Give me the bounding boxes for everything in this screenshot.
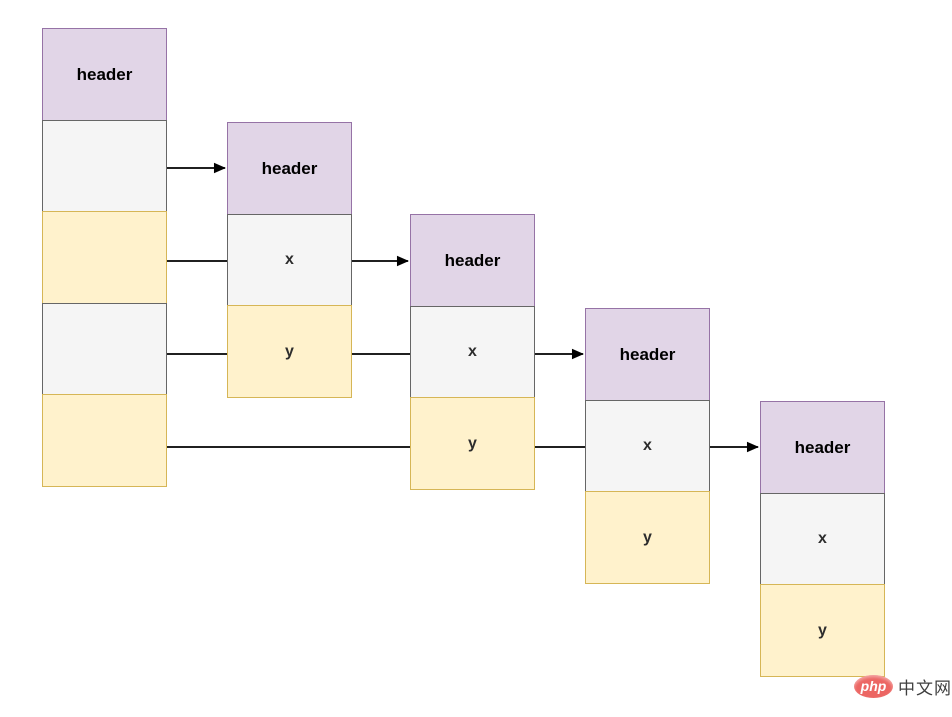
node-stack-4: header x y <box>760 401 885 677</box>
y-cell: y <box>585 491 710 584</box>
header-cell: header <box>42 28 167 121</box>
y-cell: y <box>410 397 535 490</box>
y-cell: y <box>227 305 352 398</box>
x-cell: x <box>227 213 352 307</box>
header-cell: header <box>227 122 352 215</box>
node-stack-3: header x y <box>585 308 710 584</box>
pointer-slot-cell <box>42 119 167 213</box>
x-cell: x <box>410 305 535 399</box>
header-cell: header <box>585 308 710 401</box>
node-stack-head: header <box>42 28 167 487</box>
header-cell: header <box>410 214 535 307</box>
pointer-slot-cell <box>42 211 167 304</box>
node-stack-1: header x y <box>227 122 352 398</box>
pointer-slot-cell <box>42 394 167 487</box>
header-cell: header <box>760 401 885 494</box>
pointer-slot-cell <box>42 302 167 396</box>
watermark-site-text: 中文网 <box>898 679 952 698</box>
y-cell: y <box>760 584 885 677</box>
php-logo-badge: php <box>854 675 893 698</box>
node-stack-2: header x y <box>410 214 535 490</box>
site-watermark: php 中文网 <box>854 674 952 699</box>
x-cell: x <box>585 399 710 493</box>
x-cell: x <box>760 492 885 586</box>
